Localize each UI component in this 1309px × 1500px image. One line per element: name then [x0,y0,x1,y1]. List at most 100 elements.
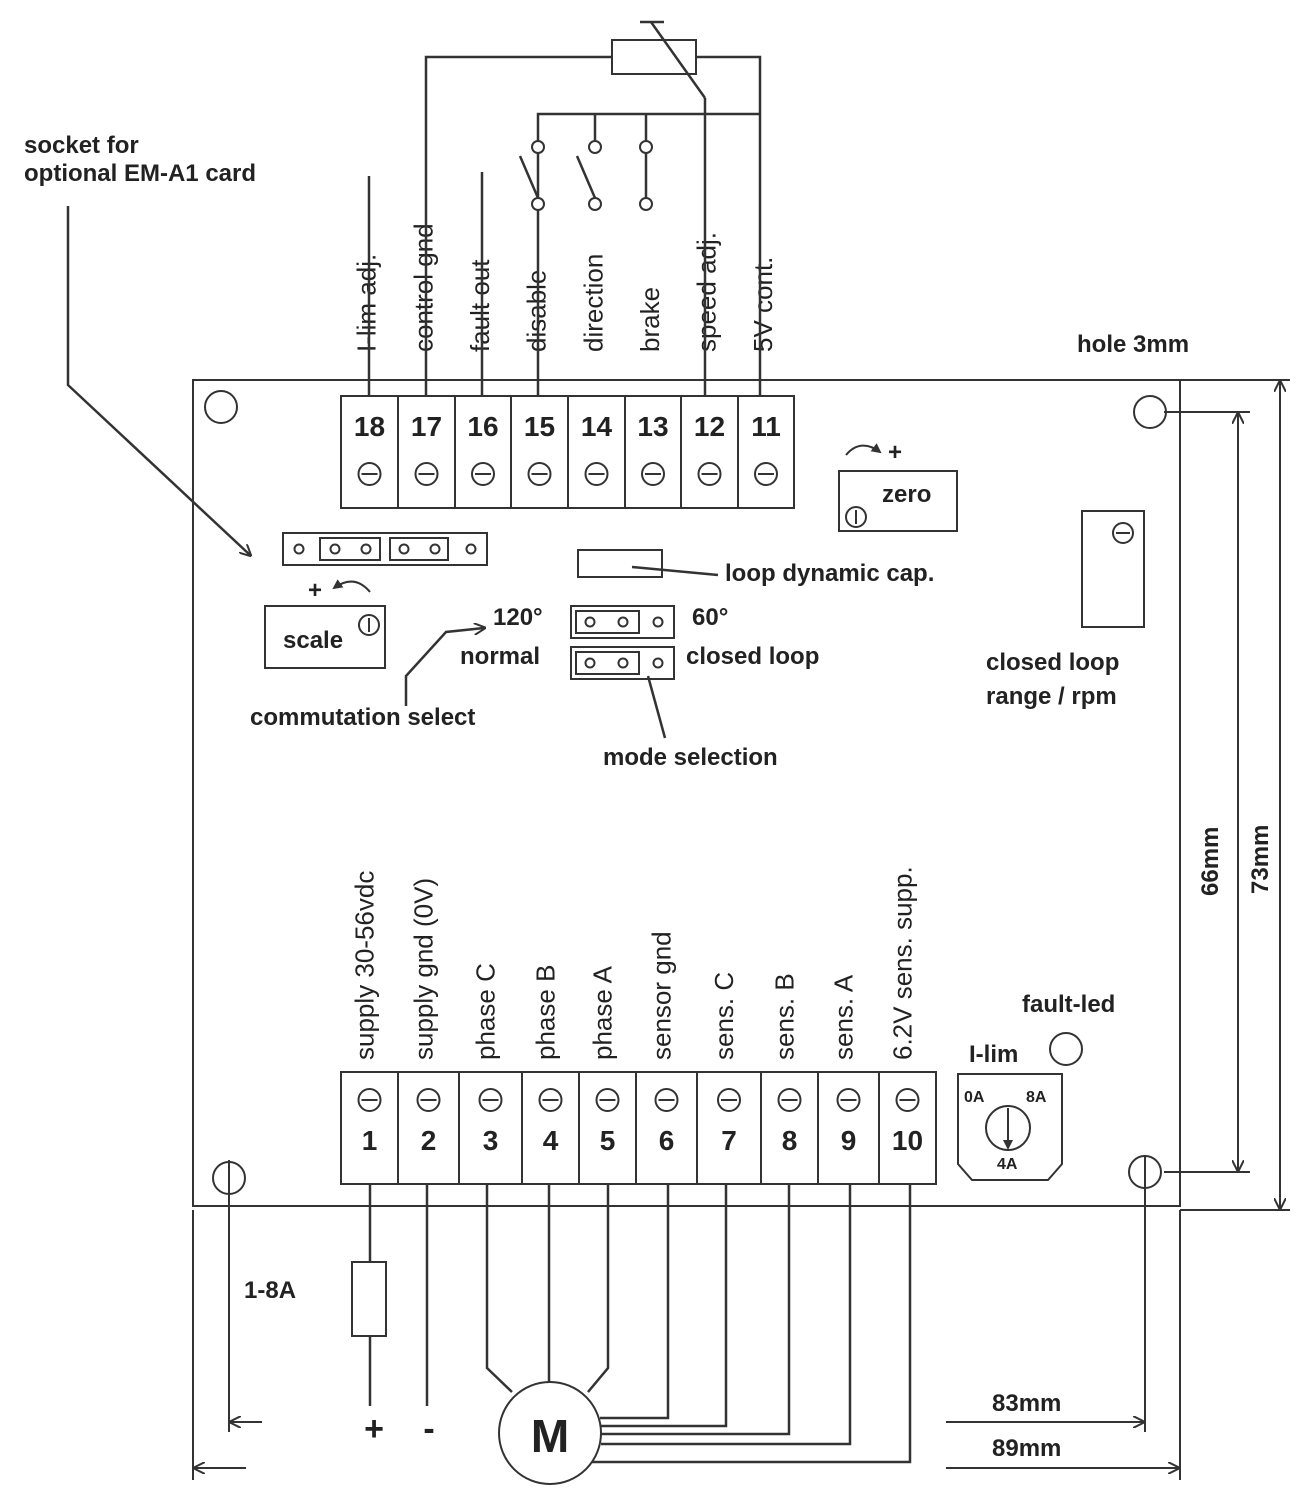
scale-trimmer [264,605,386,669]
bottom-terminal-block: 1 supply 30-56vdc 2 supply gnd (0V) 3 phase C… [340,866,937,1185]
commutation-jumper [570,605,675,639]
bottom-terminal-label: supply 30-56vdc [350,871,380,1060]
top-terminal-label: disable [522,270,552,352]
supply-minus-label: - [423,1410,434,1448]
bottom-terminal-number: 1 [362,1125,378,1156]
bottom-terminal-label: supply gnd (0V) [409,878,439,1060]
ilim-selector [957,1073,1063,1181]
top-terminal-number: 17 [411,411,442,442]
bottom-terminal-number: 4 [543,1125,559,1156]
commutation-select-label: commutation select [250,704,475,731]
bottom-terminal-4: 4 phase B [521,965,563,1184]
closed-loop-range-label-line2: range / rpm [986,683,1117,710]
top-wiring [367,20,762,396]
bottom-terminal-5: 5 phase A [578,965,620,1184]
bottom-terminal-label: sens. B [770,973,800,1060]
commutation-pointer-arrow [404,628,484,706]
socket-label-line1: socket for [24,132,139,159]
top-terminal-label: fault out [465,259,495,352]
closed-loop-label: closed loop [686,643,819,670]
bottom-terminal-number: 3 [483,1125,499,1156]
bottom-terminal-label: phase B [531,965,561,1060]
zero-trimmer [838,470,958,532]
top-terminal-label: brake [635,287,665,352]
top-terminal-14: 14 direction [567,254,613,508]
bottom-terminal-label: 6.2V sens. supp. [888,866,918,1060]
fault-led-label: fault-led [1022,991,1115,1018]
bottom-wiring [351,1184,912,1485]
zero-label: zero [882,481,931,508]
closed-loop-range-label-line1: closed loop [986,649,1119,676]
bottom-terminal-label: phase A [588,965,618,1060]
top-terminal-number: 14 [581,411,613,442]
dim-66mm: 66mm [1197,827,1224,896]
dim-89mm: 89mm [992,1435,1061,1462]
top-terminal-number: 18 [354,411,385,442]
ilim-4a-label: 4A [997,1156,1018,1173]
supply-plus-label: + [364,1410,384,1448]
bottom-terminal-number: 9 [841,1125,857,1156]
ilim-8a-label: 8A [1026,1089,1047,1106]
bottom-terminal-number: 6 [659,1125,675,1156]
bottom-terminal-1: 1 supply 30-56vdc [350,871,382,1156]
bottom-terminal-number: 5 [600,1125,616,1156]
dim-73mm: 73mm [1247,825,1274,894]
scale-plus-label: + [308,577,322,604]
bottom-terminal-2: 2 supply gnd (0V) [397,878,441,1184]
socket-pointer-arrow [66,206,250,555]
scale-rotate-arrow [332,579,371,593]
normal-label: normal [460,643,540,670]
hole-label: hole 3mm [1077,331,1189,358]
top-terminal-number: 12 [694,411,725,442]
vertical-dimensions [1164,379,1290,1211]
zero-rotate-arrow [845,443,882,456]
bottom-terminal-label: phase C [471,963,501,1060]
bottom-terminal-number: 2 [421,1125,437,1156]
top-terminal-17: 17 control gnd [397,223,442,508]
top-terminal-number: 11 [751,411,781,442]
bottom-terminal-8: 8 sens. B [760,973,802,1184]
top-terminal-16: 16 fault out [454,259,499,508]
dim-83mm: 83mm [992,1390,1061,1417]
top-terminal-label: control gnd [409,223,439,352]
scale-label: scale [283,627,343,654]
bottom-terminal-6: 6 sensor gnd [635,931,679,1184]
bottom-terminal-10: 10 6.2V sens. supp. [878,866,923,1184]
mode-selection-label: mode selection [603,744,778,771]
top-terminal-block: 18 I-lim adj. 17 control gnd 16 fault out 15 di… [340,223,795,509]
mounting-holes [204,390,1167,1432]
top-terminal-label: direction [579,254,609,352]
horizontal-dimensions [192,1210,1181,1480]
loop-cap-label: loop dynamic cap. [725,560,934,587]
deg60-label: 60° [692,604,728,631]
bottom-terminal-number: 10 [892,1125,923,1156]
motor-symbol [498,1381,602,1485]
deg120-label: 120° [493,604,543,631]
top-terminal-15: 15 disable [510,270,555,508]
fuse-label: 1-8A [244,1277,296,1304]
ilim-label: I-lim [969,1041,1018,1068]
top-terminal-label: I-lim adj. [352,254,382,352]
ilim-0a-label: 0A [964,1089,985,1106]
socket-label-line2: optional EM-A1 card [24,160,256,187]
zero-plus-label: + [888,439,902,466]
fault-led [1049,1032,1083,1066]
loop-dynamic-capacitor [577,549,663,578]
top-terminal-13: 13 brake [624,287,669,508]
bottom-terminal-label: sensor gnd [647,931,677,1060]
bottom-terminal-3: 3 phase C [458,963,503,1184]
bottom-terminal-number: 8 [782,1125,798,1156]
top-terminal-number: 13 [637,411,668,442]
top-terminal-number: 16 [467,411,498,442]
top-terminal-18: 18 I-lim adj. [352,254,385,486]
board-outline [192,379,1181,1207]
closed-loop-range-trimmer [1081,510,1145,628]
top-terminal-number: 15 [524,411,555,442]
em-a1-socket-header [282,532,488,566]
bottom-terminal-number: 7 [721,1125,737,1156]
